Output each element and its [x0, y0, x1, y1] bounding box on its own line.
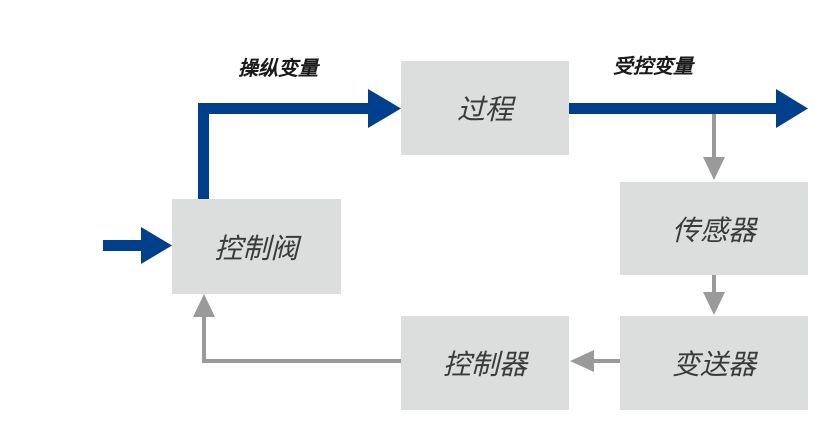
input-arrow: [103, 227, 172, 264]
controller-box: 控制器: [401, 316, 569, 410]
sensor-to-transmitter-arrow: [703, 275, 725, 315]
controller-label: 控制器: [442, 348, 527, 381]
sensor-label: 传感器: [671, 213, 756, 247]
process-to-sensor-arrow: [703, 114, 725, 180]
process-label: 过程: [456, 93, 513, 126]
sensor-box: 传感器: [620, 182, 808, 275]
transmitter-to-controller-arrow: [570, 350, 620, 372]
controller-to-valve-arrow: [193, 294, 401, 363]
manipulated-variable-arrow: [198, 89, 401, 199]
transmitter-label: 变送器: [671, 348, 756, 381]
controlled-variable-arrow: [569, 89, 808, 128]
process-box: 过程: [401, 61, 569, 155]
controlled-variable-label: 受控变量: [613, 54, 693, 78]
control-valve-box: 控制阀: [172, 199, 341, 294]
manipulated-variable-label: 操纵变量: [238, 56, 318, 80]
transmitter-box: 变送器: [620, 316, 808, 410]
control-valve-label: 控制阀: [214, 231, 299, 265]
